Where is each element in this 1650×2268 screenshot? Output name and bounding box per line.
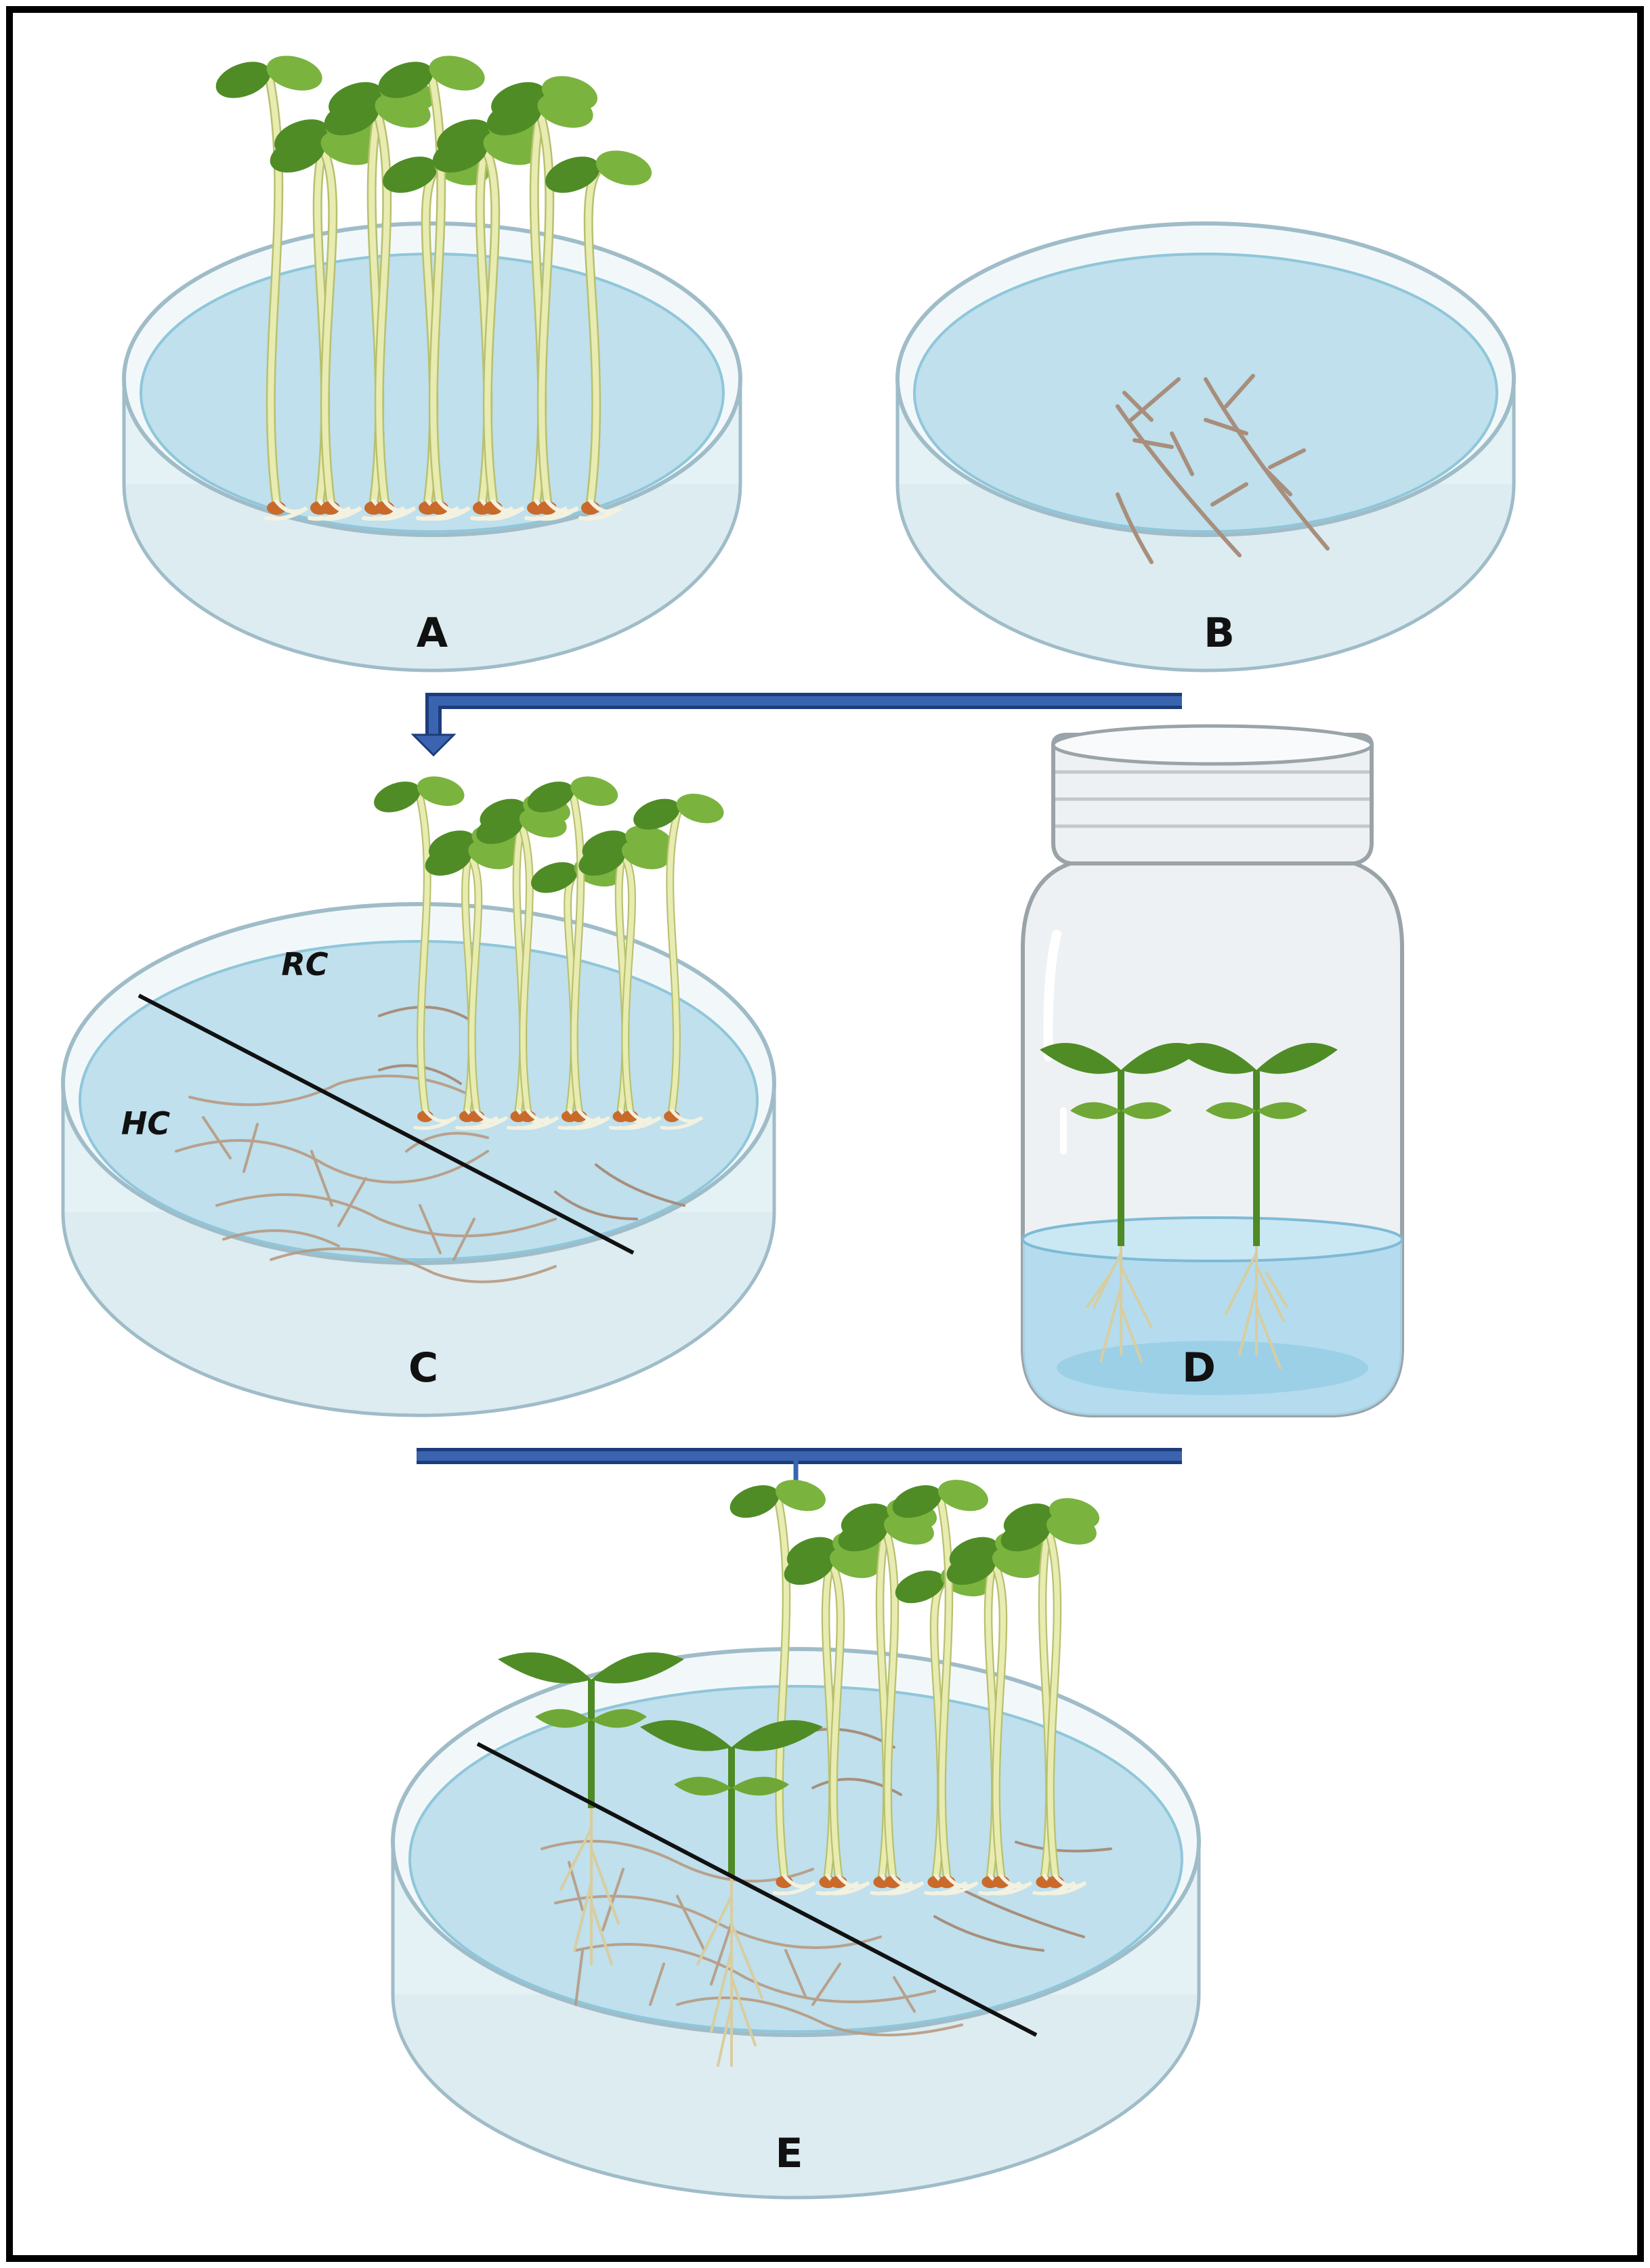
- seedling: [946, 1547, 1042, 1896]
- transferred-sunflower-seedling-e-left: [498, 1652, 684, 1808]
- panel-a: A: [122, 56, 742, 672]
- seedling: [838, 1513, 934, 1896]
- seedling-roots-d: [1086, 1238, 1288, 1369]
- transferred-sunflower-seedling-e-right: [640, 1720, 823, 1876]
- sunflower-seedlings-c: [374, 776, 724, 1130]
- seedling: [432, 130, 539, 521]
- host-roots-c: [175, 1074, 557, 1283]
- petri-dish-b: [895, 221, 1516, 672]
- panel-c: RC HC C: [61, 776, 776, 1417]
- panel-label-d: D: [1182, 1344, 1216, 1392]
- panel-label-a: A: [417, 609, 448, 657]
- seedling: [527, 776, 618, 1130]
- seedling: [1000, 1513, 1097, 1896]
- seedling: [578, 840, 669, 1130]
- seedling: [545, 150, 652, 521]
- zone-label-hc: HC: [121, 1105, 170, 1142]
- seedling: [784, 1547, 880, 1896]
- panel-label-c: C: [408, 1344, 438, 1392]
- seedling: [378, 56, 485, 521]
- host-root-fragments-b: [1116, 374, 1330, 564]
- sunflower-seedling-d-left: [1040, 1043, 1202, 1246]
- arrow-b-to-c: [410, 693, 1182, 757]
- seedling: [486, 93, 593, 521]
- seedling: [633, 794, 724, 1130]
- zone-label-rc: RC: [281, 946, 328, 983]
- seedling: [425, 840, 516, 1130]
- seedling: [324, 93, 431, 521]
- seedling: [215, 56, 322, 521]
- glass-jar: [1021, 724, 1404, 1417]
- sunflower-seedling-d-right: [1175, 1043, 1338, 1246]
- seedling: [270, 130, 377, 521]
- transferred-sunflower-roots-e: [559, 1800, 763, 2067]
- divider-line-e: [476, 1742, 1038, 2037]
- seedling: [374, 776, 465, 1130]
- panel-d: D: [1021, 724, 1404, 1417]
- panel-e: E: [391, 1480, 1201, 2200]
- sunflower-seedlings-e: [729, 1480, 1100, 1896]
- seedling: [892, 1480, 988, 1896]
- panel-label-b: B: [1204, 609, 1235, 657]
- panel-label-e: E: [776, 2130, 803, 2177]
- seedling: [729, 1480, 826, 1896]
- seedling: [476, 808, 567, 1130]
- divider-line-c: [138, 993, 635, 1255]
- sunflower-seedlings-a: [215, 56, 652, 521]
- panel-b: B: [895, 221, 1516, 672]
